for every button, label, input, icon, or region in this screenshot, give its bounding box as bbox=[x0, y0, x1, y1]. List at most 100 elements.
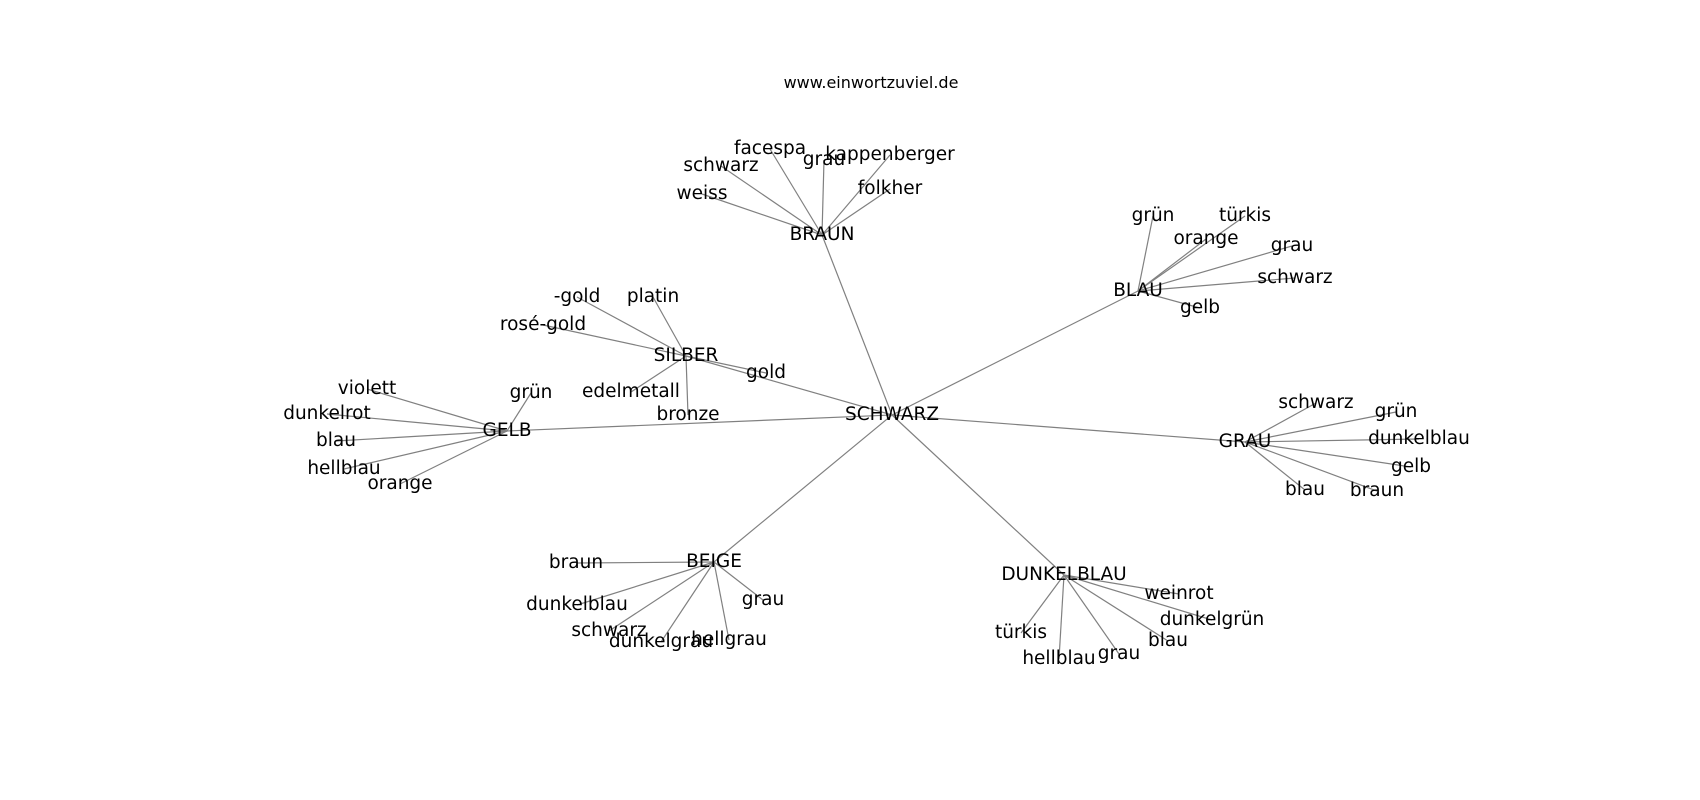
edge-beige-hellgrau bbox=[713, 561, 730, 641]
hub-node-blau: BLAU bbox=[1113, 280, 1163, 301]
hub-node-beige: BEIGE bbox=[686, 551, 742, 572]
edge-dunkelblau-tuerkis bbox=[1020, 574, 1065, 634]
edge-dunkelblau-dunkelgruen bbox=[1063, 574, 1213, 621]
leaf-node-beige-grau: grau bbox=[742, 589, 784, 610]
leaf-node-braun-kappenberger: kappenberger bbox=[825, 144, 955, 165]
root-node-label: SCHWARZ bbox=[845, 404, 939, 425]
edge-gelb-hellblau bbox=[343, 430, 508, 470]
leaf-node-gelb-violett: violett bbox=[338, 378, 396, 399]
leaf-node-braun-weiss: weiss bbox=[677, 183, 728, 204]
edge-blau-tuerkis bbox=[1137, 215, 1246, 292]
edge-beige-dunkelgrau bbox=[660, 561, 715, 643]
edge-braun-weiss bbox=[701, 193, 823, 236]
leaf-node-dunkelblau-tuerkis: türkis bbox=[995, 622, 1047, 643]
leaf-node-braun-schwarz: schwarz bbox=[683, 155, 758, 176]
leaf-node-grau-dunkelblau: dunkelblau bbox=[1368, 428, 1470, 449]
leaf-node-braun-grau: grau bbox=[803, 149, 845, 170]
hub-node-grau: GRAU bbox=[1219, 431, 1272, 452]
leaf-node-blau-orange: orange bbox=[1173, 228, 1238, 249]
edge-grau-braun bbox=[1244, 441, 1378, 492]
hub-node-braun: BRAUN bbox=[790, 224, 855, 245]
edges-layer bbox=[326, 148, 1420, 660]
leaf-node-braun-folkher: folkher bbox=[858, 178, 923, 199]
leaf-node-dunkelblau-weinrot: weinrot bbox=[1144, 583, 1213, 604]
leaf-node-silber-gold: gold bbox=[746, 362, 786, 383]
leaf-node-silber-gold: -gold bbox=[554, 286, 601, 307]
edge-braun-facespa bbox=[769, 148, 823, 236]
leaf-node-gelb-dunkelrot: dunkelrot bbox=[283, 403, 371, 424]
edge-braun-folkher bbox=[821, 188, 891, 236]
leaf-node-grau-gelb: gelb bbox=[1391, 456, 1431, 477]
leaf-node-blau-tuerkis: türkis bbox=[1219, 205, 1271, 226]
labels-layer: SCHWARZBRAUNfacespagraukappenbergerschwa… bbox=[283, 138, 1470, 669]
edge-beige-braun bbox=[575, 561, 715, 564]
leaf-node-gelb-orange: orange bbox=[367, 473, 432, 494]
edge-root-silber bbox=[685, 355, 893, 416]
edge-grau-schwarz bbox=[1244, 402, 1317, 443]
leaf-node-beige-braun: braun bbox=[549, 552, 603, 573]
leaf-node-blau-gruen: grün bbox=[1132, 205, 1175, 226]
edge-silber-rose-gold bbox=[542, 324, 687, 357]
edge-root-braun bbox=[821, 234, 893, 416]
edge-root-dunkelblau bbox=[891, 414, 1065, 576]
edge-silber-edelmetall bbox=[630, 355, 687, 393]
hub-node-gelb: GELB bbox=[482, 420, 531, 441]
edge-grau-blau bbox=[1244, 441, 1306, 491]
edge-braun-kappenberger bbox=[821, 154, 891, 236]
leaf-node-silber-edelmetall: edelmetall bbox=[582, 381, 680, 402]
leaf-node-beige-dunkelgrau: dunkelgrau bbox=[609, 631, 713, 652]
leaf-node-dunkelblau-hellblau: hellblau bbox=[1022, 648, 1095, 669]
edge-braun-grau bbox=[821, 159, 825, 236]
edge-beige-schwarz bbox=[608, 561, 715, 632]
edge-grau-dunkelblau bbox=[1244, 438, 1420, 443]
edge-root-blau bbox=[891, 290, 1139, 416]
edge-silber-gold bbox=[685, 355, 767, 374]
edge-gelb-orange bbox=[399, 430, 508, 485]
edge-grau-gelb bbox=[1244, 441, 1412, 468]
leaf-node-braun-facespa: facespa bbox=[734, 138, 806, 159]
leaf-node-dunkelblau-dunkelgruen: dunkelgrün bbox=[1160, 609, 1265, 630]
edge-beige-grau bbox=[713, 561, 764, 601]
leaf-node-beige-hellgrau: hellgrau bbox=[691, 629, 767, 650]
leaf-node-beige-dunkelblau: dunkelblau bbox=[526, 594, 628, 615]
leaf-node-gelb-blau: blau bbox=[316, 430, 356, 451]
edge-grau-gruen bbox=[1244, 411, 1397, 443]
edge-dunkelblau-weinrot bbox=[1063, 574, 1180, 595]
leaf-node-grau-blau: blau bbox=[1285, 479, 1325, 500]
edge-root-beige bbox=[713, 414, 893, 563]
edge-blau-gruen bbox=[1137, 215, 1154, 292]
leaf-node-beige-schwarz: schwarz bbox=[571, 620, 646, 641]
leaf-node-grau-braun: braun bbox=[1350, 480, 1404, 501]
leaf-node-gelb-hellblau: hellblau bbox=[307, 458, 380, 479]
leaf-node-dunkelblau-blau: blau bbox=[1148, 630, 1188, 651]
edge-gelb-blau bbox=[335, 430, 508, 442]
edge-gelb-violett bbox=[366, 388, 508, 432]
edge-dunkelblau-blau bbox=[1063, 574, 1169, 642]
edge-dunkelblau-hellblau bbox=[1058, 574, 1065, 660]
leaf-node-grau-schwarz: schwarz bbox=[1278, 392, 1353, 413]
edge-gelb-gruen bbox=[506, 392, 532, 432]
leaf-node-silber-bronze: bronze bbox=[656, 404, 719, 425]
edge-silber-gold bbox=[576, 296, 687, 357]
edge-silber-platin bbox=[652, 296, 687, 357]
leaf-node-blau-grau: grau bbox=[1271, 235, 1313, 256]
site-title: www.einwortzuviel.de bbox=[783, 73, 959, 92]
edge-silber-bronze bbox=[685, 355, 689, 416]
edge-gelb-dunkelrot bbox=[326, 413, 508, 432]
edge-braun-schwarz bbox=[720, 165, 823, 236]
leaf-node-grau-gruen: grün bbox=[1375, 401, 1418, 422]
edge-blau-gelb bbox=[1137, 290, 1201, 309]
hub-node-silber: SILBER bbox=[654, 345, 719, 366]
leaf-node-dunkelblau-grau: grau bbox=[1098, 643, 1140, 664]
edge-root-grau bbox=[891, 414, 1246, 443]
edge-blau-orange bbox=[1137, 238, 1207, 292]
edge-dunkelblau-grau bbox=[1063, 574, 1120, 655]
leaf-node-blau-schwarz: schwarz bbox=[1257, 267, 1332, 288]
edge-root-gelb bbox=[506, 414, 893, 432]
leaf-node-blau-gelb: gelb bbox=[1180, 297, 1220, 318]
leaf-node-gelb-gruen: grün bbox=[510, 382, 553, 403]
leaf-node-silber-platin: platin bbox=[627, 286, 679, 307]
leaf-node-silber-rose-gold: rosé-gold bbox=[500, 314, 586, 335]
hub-node-dunkelblau: DUNKELBLAU bbox=[1001, 564, 1126, 585]
